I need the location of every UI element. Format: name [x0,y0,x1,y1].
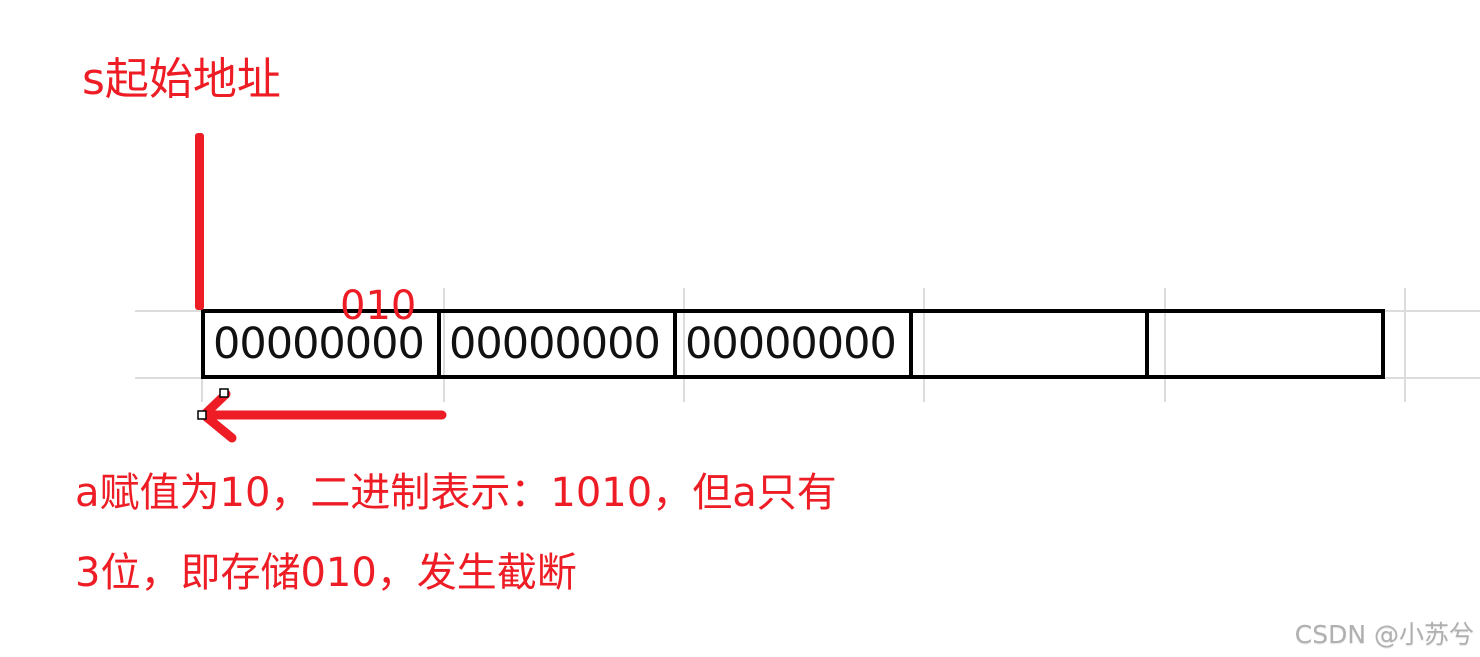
memory-cell-5 [1145,309,1385,379]
gridline-col-3 [683,288,685,402]
watermark: CSDN @小苏兮 [1294,620,1474,649]
truncated-value-label: 010 [340,283,417,329]
gridline-col-5 [1164,288,1166,402]
explanation-line-1: a赋值为10，二进制表示：1010，但a只有 [75,470,837,516]
left-arrow-icon [197,388,447,443]
gridline-col-4 [923,288,925,402]
memory-cell-2: 00000000 [437,309,677,379]
gridline-col-2 [443,288,445,402]
gridline-col-6 [1404,288,1406,402]
memory-cells: 00000000 00000000 00000000 [201,309,1385,379]
explanation-line-2: 3位，即存储010，发生截断 [75,550,577,596]
start-address-label: s起始地址 [82,54,281,105]
start-marker-line-icon [195,133,204,310]
